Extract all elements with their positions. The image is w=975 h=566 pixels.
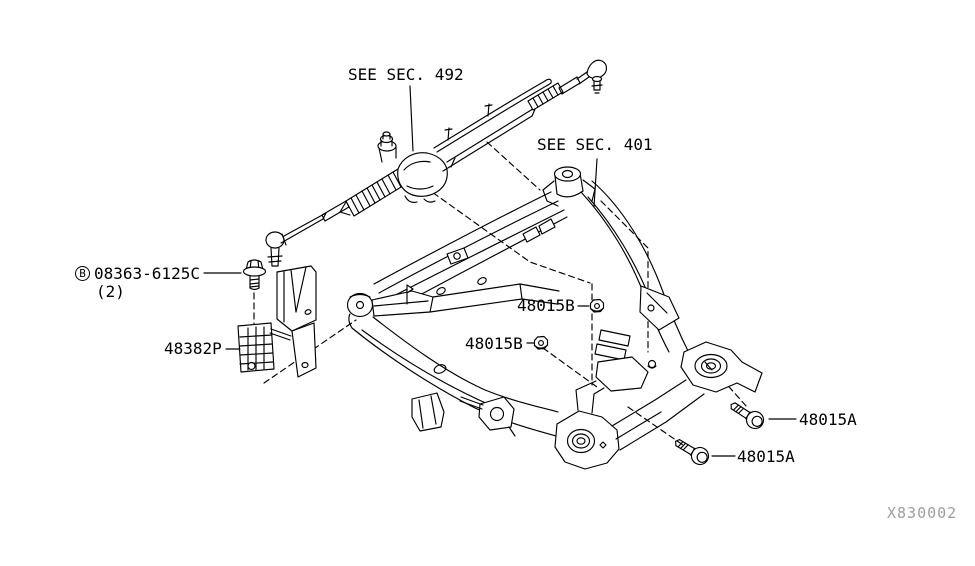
- bolt-a-lower-part-number: 48015A: [737, 447, 795, 466]
- bracket-48382p-illustration: [238, 266, 316, 377]
- steering-gear-illustration: [266, 60, 607, 266]
- nut-lower-part-number: 48015B: [465, 334, 523, 353]
- leader-lines: [204, 86, 796, 456]
- bolt-a-upper-part-number: 48015A: [799, 410, 857, 429]
- bracket-part-number: 48382P: [164, 339, 222, 358]
- bolt-b-quantity: (2): [96, 282, 125, 301]
- flange-nut-lower-icon: [535, 337, 548, 350]
- nut-upper-part-number: 48015B: [517, 296, 575, 315]
- subframe-illustration: [348, 167, 763, 469]
- diagram-code: X830002: [887, 504, 958, 522]
- flange-bolt-a-upper-icon: [726, 397, 766, 431]
- flange-nut-upper-icon: [591, 300, 604, 313]
- bolt-b-part-number: 08363-6125C: [94, 264, 200, 283]
- see-sec-401-label: SEE SEC. 401: [537, 135, 653, 154]
- see-sec-492-label: SEE SEC. 492: [348, 65, 464, 84]
- flange-bolt-b-icon: [244, 260, 266, 290]
- flange-bolt-a-lower-icon: [671, 434, 711, 468]
- circled-b-marker: B: [75, 266, 90, 281]
